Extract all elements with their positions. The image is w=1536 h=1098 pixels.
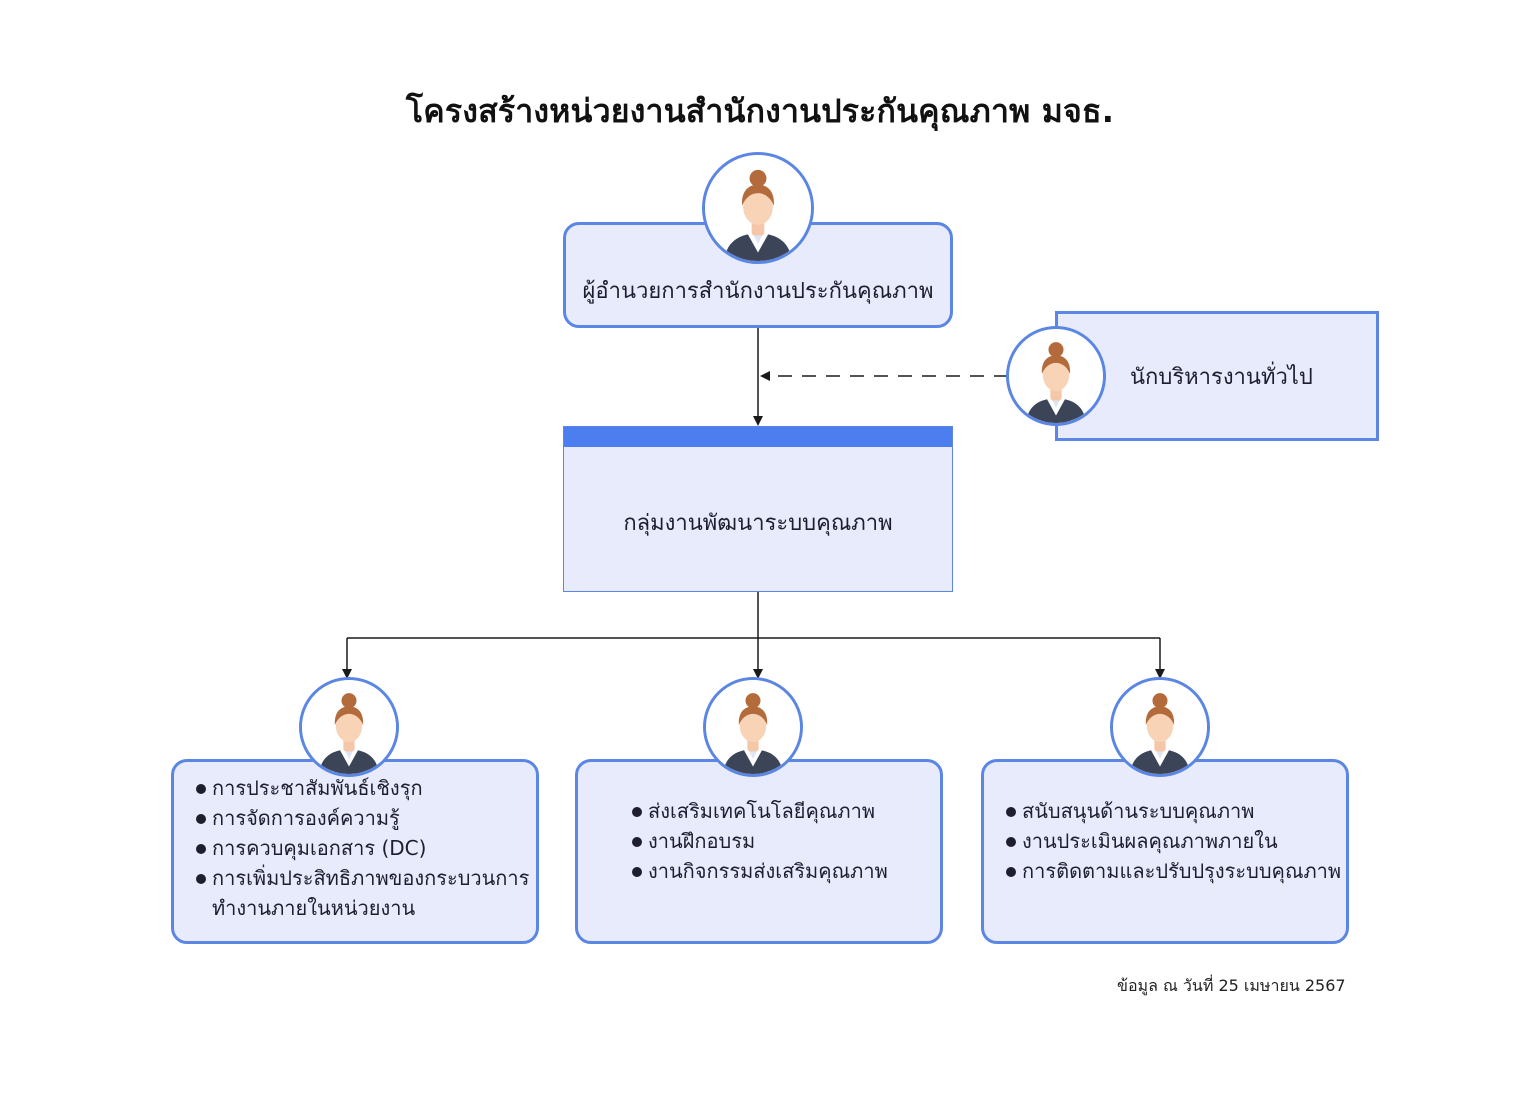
unit-list: สนับสนุนด้านระบบคุณภาพ งานประเมินผลคุณภา… xyxy=(1006,796,1341,886)
data-date-footnote: ข้อมูล ณ วันที่ 25 เมษายน 2567 xyxy=(1117,976,1346,995)
admin-box: นักบริหารงานทั่วไป xyxy=(1055,311,1379,441)
person-avatar-icon xyxy=(1006,326,1106,426)
unit-box-technology: ส่งเสริมเทคโนโลยีคุณภาพ งานฝึกอบรม งานกิ… xyxy=(575,759,943,944)
unit-item: งานกิจกรรมส่งเสริมคุณภาพ xyxy=(632,856,888,886)
director-box: ผู้อำนวยการสำนักงานประกันคุณภาพ xyxy=(563,222,953,328)
group-label: กลุ่มงานพัฒนาระบบคุณภาพ xyxy=(623,511,893,536)
unit-item: การเพิ่มประสิทธิภาพของกระบวนการทำงานภายใ… xyxy=(196,863,532,923)
admin-label: นักบริหารงานทั่วไป xyxy=(1130,364,1313,390)
person-avatar-icon xyxy=(702,152,814,264)
director-label: ผู้อำนวยการสำนักงานประกันคุณภาพ xyxy=(582,278,934,304)
chart-title: โครงสร้างหน่วยงานสำนักงานประกันคุณภาพ มจ… xyxy=(405,92,1115,130)
unit-item: การควบคุมเอกสาร (DC) xyxy=(196,833,532,863)
unit-list: การประชาสัมพันธ์เชิงรุก การจัดการองค์ควา… xyxy=(196,773,532,923)
unit-item: งานประเมินผลคุณภาพภายใน xyxy=(1006,826,1341,856)
unit-item: การประชาสัมพันธ์เชิงรุก xyxy=(196,773,532,803)
unit-item: ส่งเสริมเทคโนโลยีคุณภาพ xyxy=(632,796,888,826)
unit-item: การจัดการองค์ความรู้ xyxy=(196,803,532,833)
person-avatar-icon xyxy=(299,677,399,777)
group-box: กลุ่มงานพัฒนาระบบคุณภาพ xyxy=(563,426,953,592)
person-avatar-icon xyxy=(1110,677,1210,777)
unit-item: การติดตามและปรับปรุงระบบคุณภาพ xyxy=(1006,856,1341,886)
unit-box-quality-support: สนับสนุนด้านระบบคุณภาพ งานประเมินผลคุณภา… xyxy=(981,759,1349,944)
group-header-bar xyxy=(564,427,952,447)
person-avatar-icon xyxy=(703,677,803,777)
unit-item: งานฝึกอบรม xyxy=(632,826,888,856)
unit-box-pr: การประชาสัมพันธ์เชิงรุก การจัดการองค์ควา… xyxy=(171,759,539,944)
unit-list: ส่งเสริมเทคโนโลยีคุณภาพ งานฝึกอบรม งานกิ… xyxy=(632,796,888,886)
unit-item: สนับสนุนด้านระบบคุณภาพ xyxy=(1006,796,1341,826)
